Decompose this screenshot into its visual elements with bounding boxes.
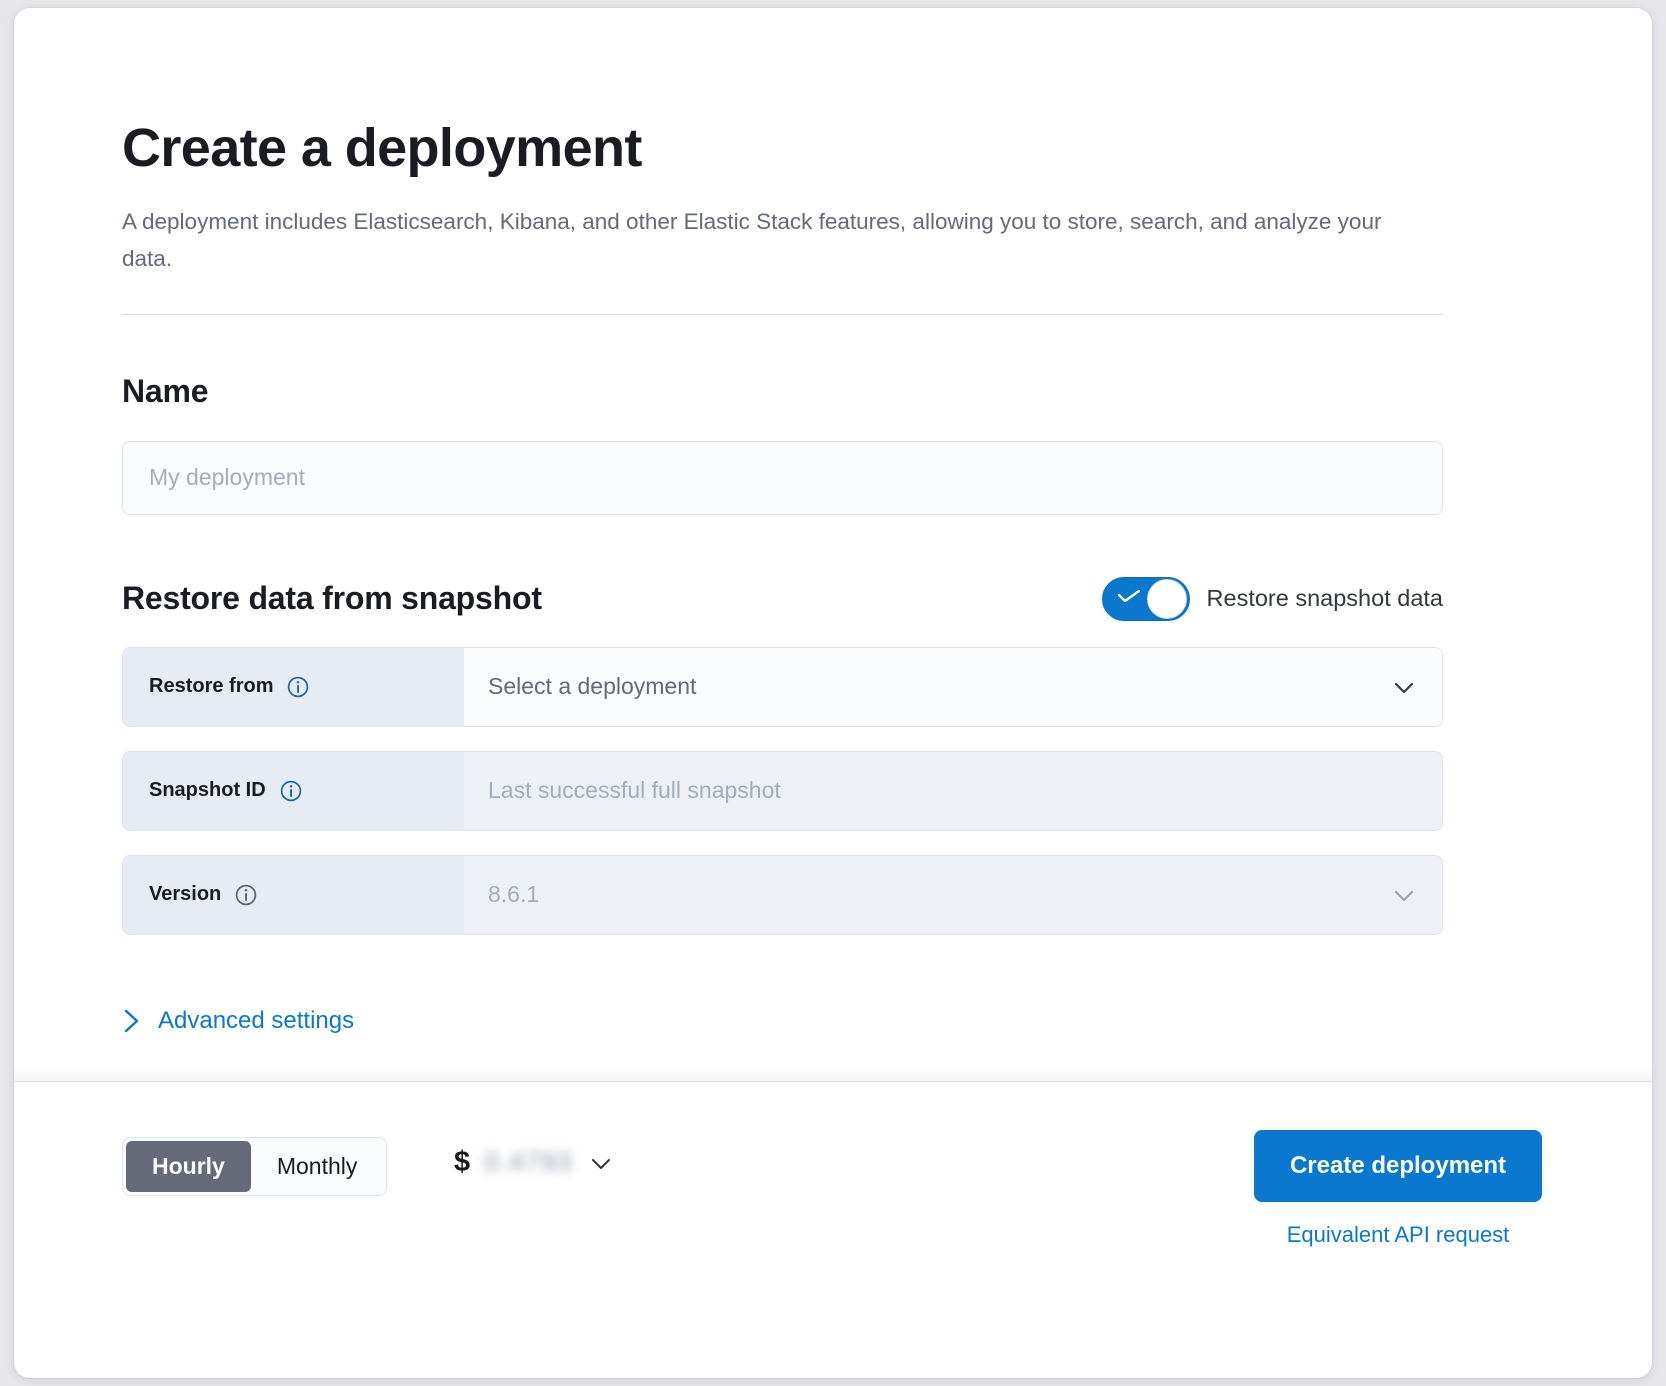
footer-bar: Hourly Monthly $ 0.4793 Create deploymen… xyxy=(14,1081,1652,1378)
restore-snapshot-toggle[interactable] xyxy=(1102,577,1190,621)
version-value: 8.6.1 xyxy=(488,883,539,906)
info-circle-icon[interactable] xyxy=(280,780,302,802)
check-icon xyxy=(1118,590,1140,602)
chevron-down-icon[interactable] xyxy=(1390,673,1418,701)
chevron-right-icon xyxy=(122,1008,142,1034)
advanced-settings-toggle[interactable]: Advanced settings xyxy=(122,1007,354,1035)
row-label-restore-from: Restore from xyxy=(123,648,464,726)
form-row-snapshot-id[interactable]: Snapshot ID Last successful full snapsho… xyxy=(122,751,1443,831)
chevron-down-icon[interactable] xyxy=(587,1149,615,1177)
row-label-snapshot-id: Snapshot ID xyxy=(123,752,464,830)
footer-inner: Hourly Monthly $ 0.4793 Create deploymen… xyxy=(14,1082,1652,1378)
name-section-heading: Name xyxy=(122,373,1444,410)
row-field-snapshot-id[interactable]: Last successful full snapshot xyxy=(464,752,1442,830)
billing-option-hourly[interactable]: Hourly xyxy=(126,1141,251,1192)
version-label: Version xyxy=(149,883,221,906)
restore-toggle-label: Restore snapshot data xyxy=(1207,585,1443,612)
header-divider xyxy=(122,314,1443,315)
form-row-version[interactable]: Version 8.6.1 xyxy=(122,855,1443,935)
create-deployment-card: Create a deployment A deployment include… xyxy=(14,8,1652,1378)
card-body: Create a deployment A deployment include… xyxy=(14,8,1652,1081)
info-circle-icon[interactable] xyxy=(235,884,257,906)
billing-period-segmented-control[interactable]: Hourly Monthly xyxy=(122,1137,387,1196)
page-subtitle: A deployment includes Elasticsearch, Kib… xyxy=(122,203,1392,277)
equivalent-api-request-link[interactable]: Equivalent API request xyxy=(1254,1222,1542,1248)
billing-option-monthly[interactable]: Monthly xyxy=(251,1141,384,1192)
page-title: Create a deployment xyxy=(122,120,1444,177)
restore-section-heading: Restore data from snapshot xyxy=(122,580,542,617)
row-label-version: Version xyxy=(123,856,464,934)
price-amount-redacted: 0.4793 xyxy=(484,1147,573,1178)
restore-toggle-group[interactable]: Restore snapshot data xyxy=(1102,577,1443,621)
deployment-name-input[interactable] xyxy=(122,441,1443,515)
create-deployment-button[interactable]: Create deployment xyxy=(1254,1130,1542,1202)
snapshot-id-value: Last successful full snapshot xyxy=(488,779,781,802)
row-field-version[interactable]: 8.6.1 xyxy=(464,856,1442,934)
restore-section-header: Restore data from snapshot Restore snaps… xyxy=(122,577,1443,621)
advanced-settings-label: Advanced settings xyxy=(158,1007,354,1035)
snapshot-id-label: Snapshot ID xyxy=(149,779,266,802)
price-display[interactable]: $ 0.4793 xyxy=(454,1146,615,1179)
chevron-down-icon[interactable] xyxy=(1390,881,1418,909)
row-field-restore-from[interactable]: Select a deployment xyxy=(464,648,1442,726)
restore-from-value: Select a deployment xyxy=(488,675,696,698)
toggle-knob xyxy=(1147,579,1187,619)
currency-symbol: $ xyxy=(454,1146,470,1179)
form-content: Create a deployment A deployment include… xyxy=(14,8,1444,1035)
restore-from-label: Restore from xyxy=(149,675,273,698)
form-row-restore-from[interactable]: Restore from Select a deployment xyxy=(122,647,1443,727)
info-circle-icon[interactable] xyxy=(287,676,309,698)
